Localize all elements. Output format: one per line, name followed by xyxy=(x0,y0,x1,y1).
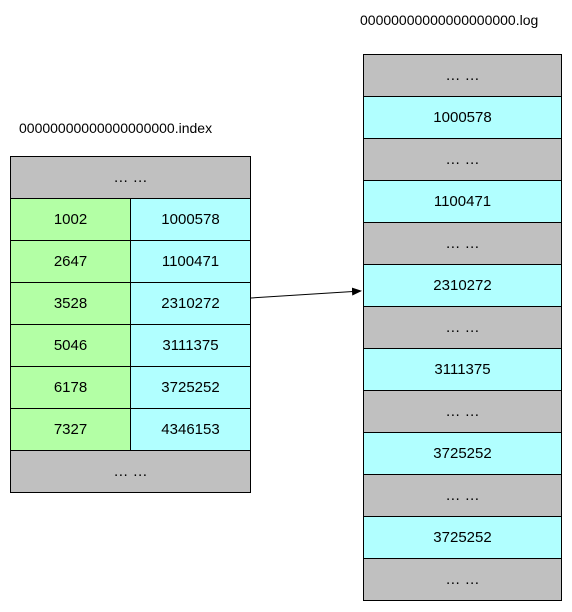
log-file-title: 00000000000000000000.log xyxy=(360,12,539,28)
index-bottom-ellipsis: … … xyxy=(10,450,251,493)
log-position-cell: 1100471 xyxy=(363,180,562,223)
log-ellipsis-cell: … … xyxy=(363,306,562,349)
log-position-cell: 1000578 xyxy=(363,96,562,139)
log-ellipsis-cell: … … xyxy=(363,474,562,517)
index-position-cell: 1000578 xyxy=(130,198,251,241)
log-table: … … 1000578 … … 1100471 … … 2310272 … … … xyxy=(363,54,562,601)
index-position-cell: 2310272 xyxy=(130,282,251,325)
index-table: … … 1002 1000578 2647 1100471 3528 23102… xyxy=(10,156,251,493)
log-ellipsis-cell: … … xyxy=(363,390,562,433)
log-position-cell: 3111375 xyxy=(363,348,562,391)
log-position-cell: 3725252 xyxy=(363,516,562,559)
index-offset-cell: 3528 xyxy=(10,282,131,325)
log-ellipsis-cell: … … xyxy=(363,558,562,601)
log-ellipsis-cell: … … xyxy=(363,222,562,265)
index-position-cell: 3111375 xyxy=(130,324,251,367)
index-offset-cell: 7327 xyxy=(10,408,131,451)
index-offset-cell: 1002 xyxy=(10,198,131,241)
index-position-cell: 3725252 xyxy=(130,366,251,409)
log-position-cell: 2310272 xyxy=(363,264,562,307)
index-offset-cell: 6178 xyxy=(10,366,131,409)
index-position-cell: 1100471 xyxy=(130,240,251,283)
index-top-ellipsis: … … xyxy=(10,156,251,199)
log-position-cell: 3725252 xyxy=(363,432,562,475)
index-offset-cell: 2647 xyxy=(10,240,131,283)
log-ellipsis-cell: … … xyxy=(363,138,562,181)
index-offset-cell: 5046 xyxy=(10,324,131,367)
index-position-cell: 4346153 xyxy=(130,408,251,451)
log-ellipsis-cell: … … xyxy=(363,54,562,97)
index-file-title: 00000000000000000000.index xyxy=(19,120,213,136)
index-to-log-arrow xyxy=(250,287,362,299)
